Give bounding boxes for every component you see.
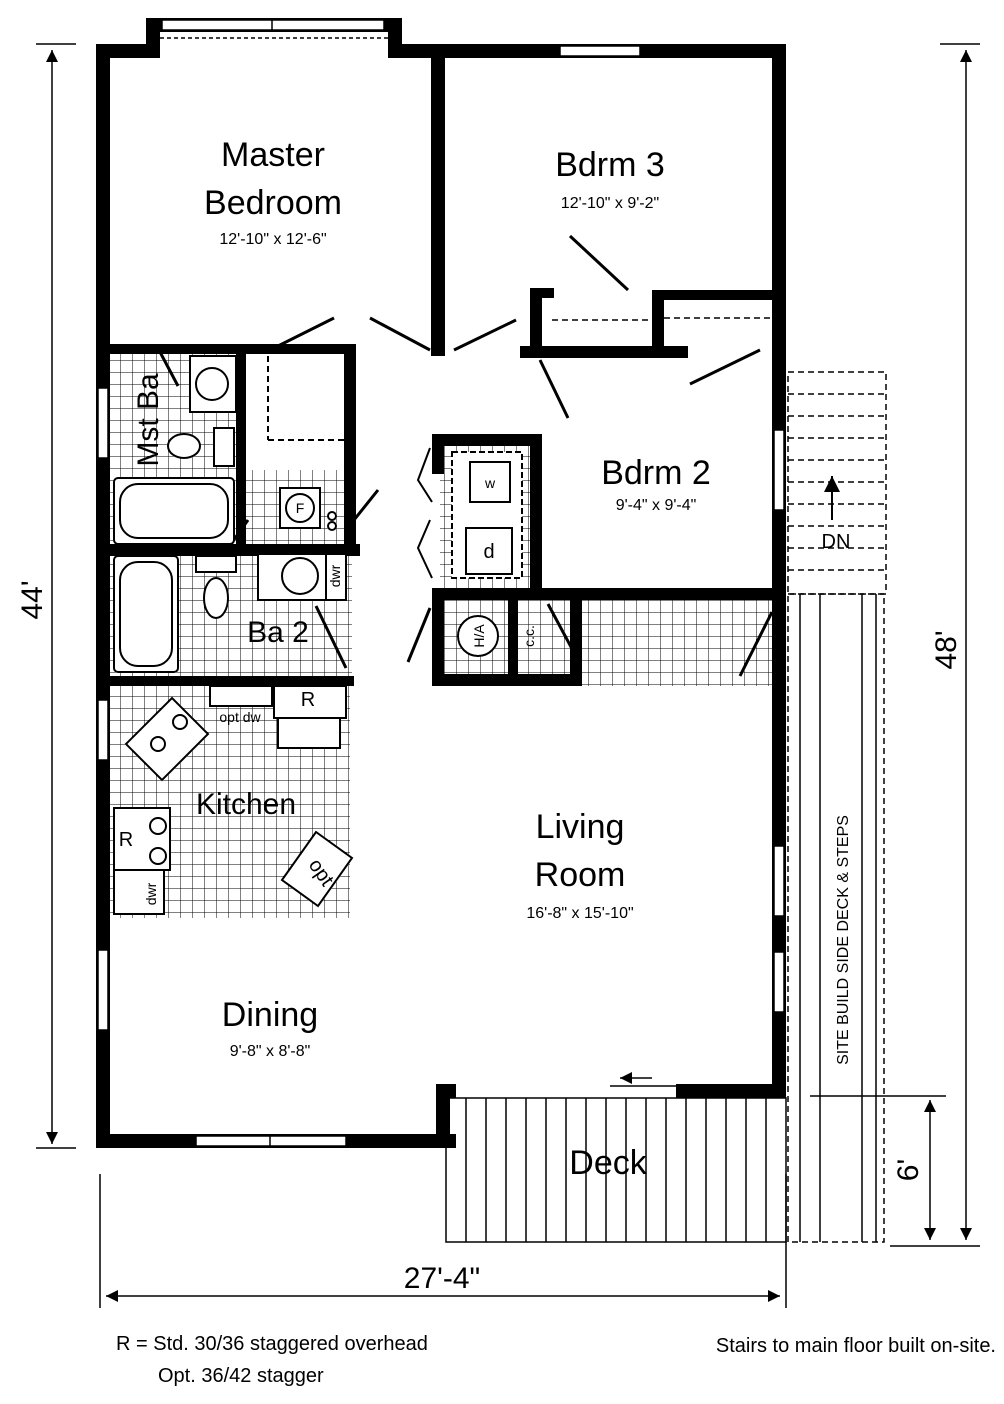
bedroom3-size: 12'-10" x 9'-2" bbox=[561, 195, 659, 212]
dining-size: 9'-8" x 8'-8" bbox=[230, 1043, 311, 1060]
kitchen-dishwasher-label: dwr bbox=[143, 882, 159, 905]
furnace bbox=[279, 487, 337, 531]
furnace-label: F bbox=[296, 500, 305, 516]
dryer-label: d bbox=[483, 541, 494, 563]
optional-dishwasher-label: opt dw bbox=[219, 709, 261, 725]
refrigerator-label: R bbox=[301, 689, 315, 711]
master-bath-label: Mst Ba bbox=[132, 373, 165, 467]
closet-label: c.c. bbox=[521, 625, 537, 647]
master-bedroom-label-line1: Master bbox=[221, 136, 325, 174]
master-bedroom-size: 12'-10" x 12'-6" bbox=[219, 231, 326, 248]
bath-dwr-label: dwr bbox=[327, 564, 343, 587]
master-bath-fixtures bbox=[113, 355, 237, 545]
rear-deck bbox=[445, 1072, 787, 1243]
windows bbox=[97, 19, 785, 1147]
master-bedroom-label-line2: Bedroom bbox=[204, 184, 342, 222]
laundry bbox=[451, 451, 523, 579]
width-label: 27'-4" bbox=[404, 1262, 480, 1295]
depth-right-label: 48' bbox=[930, 630, 963, 669]
dimension-lines bbox=[36, 43, 980, 1308]
doors bbox=[158, 234, 774, 677]
bifold-doors bbox=[416, 447, 433, 579]
bedroom2-label: Bdrm 2 bbox=[601, 454, 711, 492]
living-room-size: 16'-8" x 15'-10" bbox=[526, 905, 633, 922]
range-note-line2: Opt. 36/42 stagger bbox=[158, 1365, 324, 1387]
living-room-label-line2: Room bbox=[535, 856, 626, 894]
side-stair-deck bbox=[787, 371, 887, 1243]
bath2-fixtures bbox=[113, 553, 347, 673]
closet-shelves bbox=[267, 356, 344, 441]
kitchen-fixtures bbox=[113, 685, 354, 915]
side-deck-label: SITE BUILD SIDE DECK & STEPS bbox=[835, 815, 852, 1065]
washer-label: w bbox=[484, 475, 496, 491]
range-label: R bbox=[119, 829, 133, 851]
kitchen-label: Kitchen bbox=[196, 788, 296, 821]
depth-left-label: 44' bbox=[16, 580, 49, 619]
hvac bbox=[457, 615, 499, 657]
hvac-label: H/A bbox=[471, 624, 487, 648]
stairs-note: Stairs to main floor built on-site. bbox=[716, 1335, 996, 1357]
stair-down-label: DN bbox=[822, 531, 851, 553]
living-room-label-line1: Living bbox=[536, 808, 625, 846]
deck-label: Deck bbox=[569, 1144, 647, 1182]
dining-label: Dining bbox=[222, 996, 318, 1034]
bedroom2-size: 9'-4" x 9'-4" bbox=[616, 497, 697, 514]
deck-depth-label: 6' bbox=[892, 1159, 925, 1181]
window-mullions bbox=[160, 20, 774, 1146]
interior-walls bbox=[110, 48, 782, 686]
range-note-line1: R = Std. 30/36 staggered overhead bbox=[116, 1333, 428, 1355]
bath2-label: Ba 2 bbox=[247, 616, 309, 649]
bedroom3-label: Bdrm 3 bbox=[555, 146, 665, 184]
